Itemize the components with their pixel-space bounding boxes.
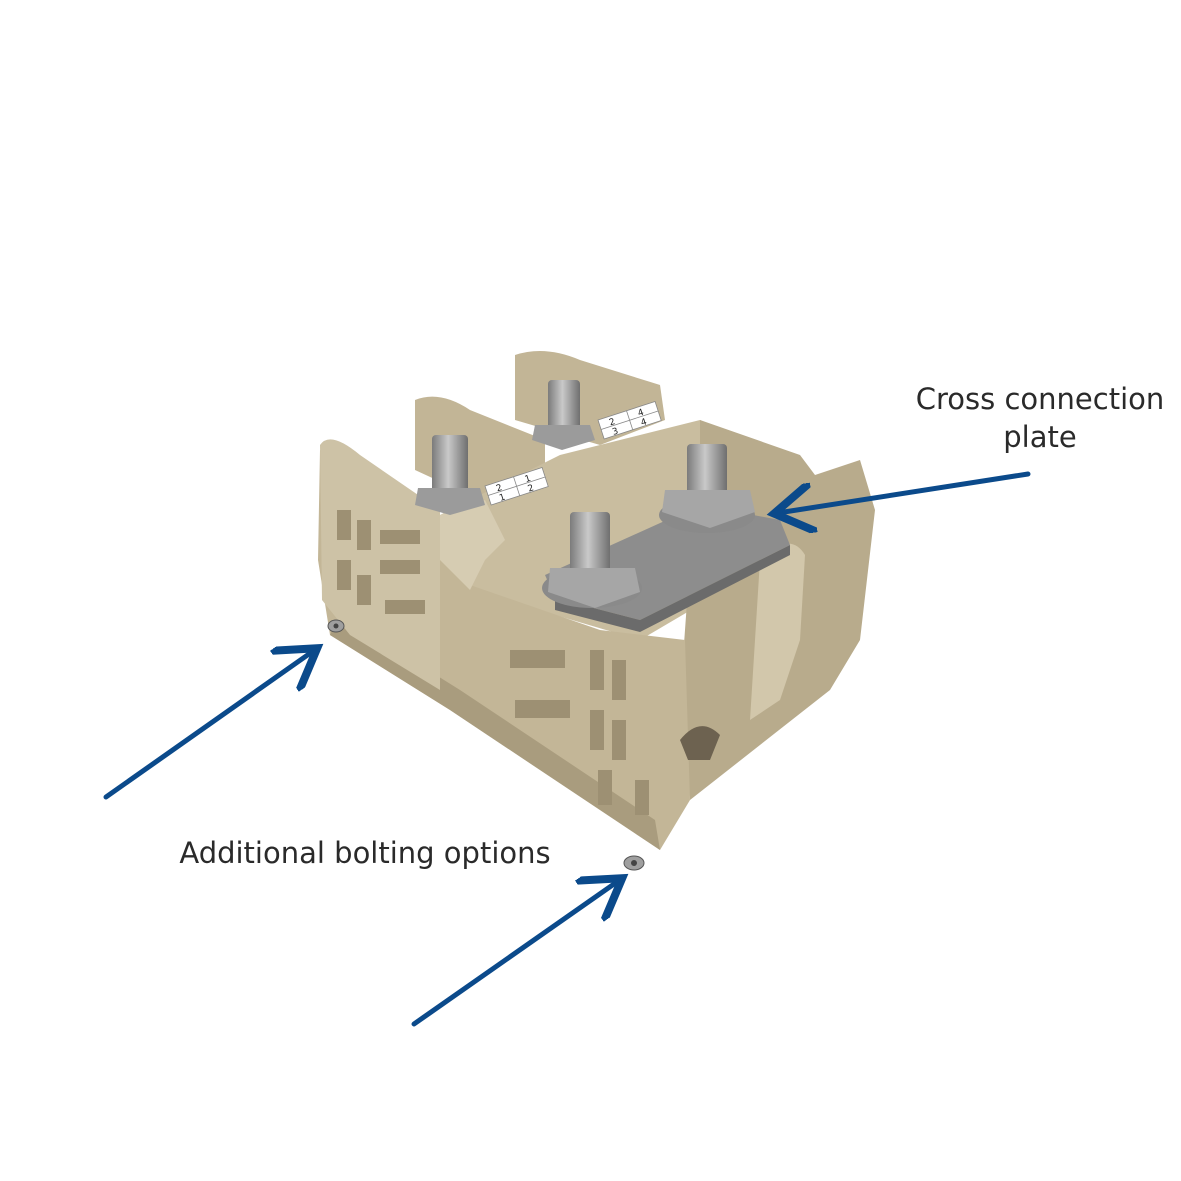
marker-text: 1 <box>524 474 533 485</box>
center-divider <box>440 500 505 590</box>
callout-cross-connection-line1: Cross connection <box>915 382 1165 416</box>
front-face-shadow <box>330 615 660 850</box>
marker-text: 3 <box>611 427 620 438</box>
marker-text: 2 <box>495 483 504 494</box>
marker-text: 4 <box>640 417 649 428</box>
arrow-cross-connection <box>784 471 1031 512</box>
marker-text: 4 <box>637 408 646 419</box>
arrow-bolting-left <box>103 654 309 800</box>
arrow-icon <box>103 471 1031 1027</box>
callout-cross-connection-line2: plate <box>1003 420 1077 454</box>
marker-text: 2 <box>608 417 617 428</box>
right-end-plate <box>750 543 805 720</box>
rib-details-front <box>510 650 649 815</box>
marker-label-left: 2 1 1 2 <box>484 466 549 506</box>
callout-bolting-options: Additional bolting options <box>179 836 551 870</box>
bolt-back-right <box>532 380 595 450</box>
marker-text: 2 <box>527 483 536 494</box>
terminal-block: 2 1 1 2 2 4 3 4 <box>318 351 875 871</box>
cross-connection-plate-edge <box>555 545 790 632</box>
marker-label-right: 2 4 3 4 <box>597 400 662 440</box>
rib-details-left <box>337 510 425 614</box>
bolt-front-left <box>542 512 642 608</box>
bolting-nut-right <box>623 855 645 871</box>
bolt-back-left <box>415 435 485 515</box>
arrow-bolting-right <box>411 884 614 1027</box>
bolt-front-right <box>659 444 755 533</box>
mounting-slot <box>680 726 720 760</box>
marker-text: 1 <box>498 493 507 504</box>
bolting-nut-left <box>327 619 345 633</box>
